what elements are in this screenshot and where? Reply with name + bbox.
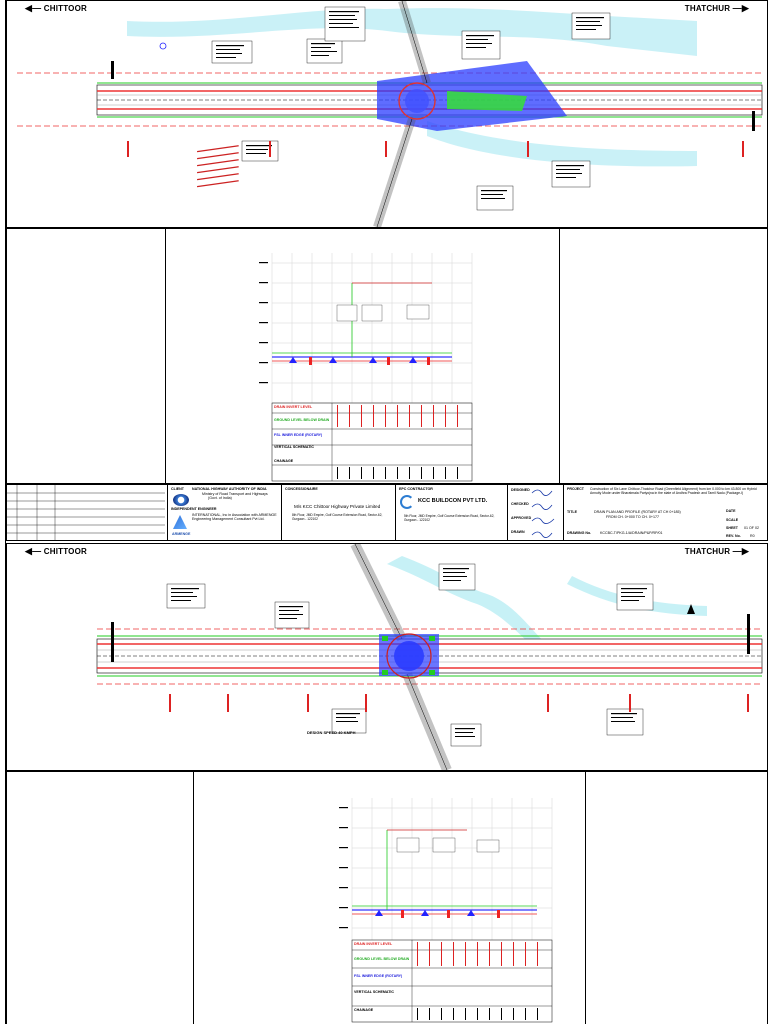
road-plan-drawing-2: [96, 544, 763, 770]
arrow-left-icon: ◀—: [25, 3, 42, 13]
direction-right-1: THATCHUR —▶: [684, 3, 749, 13]
profile-view-2: DRAIN INVERT LEVEL GROUND LEVEL BELOW DR…: [6, 771, 768, 1024]
drawing-no: KCCBC-T/PKG-1/A/DRAIN/P&P/RP/01: [600, 531, 663, 535]
checked-label: CHECKED: [511, 502, 529, 506]
profile-grid-2: [339, 798, 553, 1023]
row-label-chainage: CHAINAGE: [274, 459, 294, 463]
ie-label: INDEPENDENT ENGINEER: [171, 507, 217, 511]
left-margin-strip: [0, 0, 6, 1024]
client-sub-2: (Govt. of India): [208, 496, 232, 500]
client-sub-1: Ministry of Road Transport and Highways: [202, 492, 268, 496]
signature-marks: [531, 489, 555, 538]
sheet-label: SHEET: [726, 526, 738, 530]
ie-name: INTERNATIONAL, Inc in Association with A…: [192, 513, 277, 522]
rev-label: REV. No.: [726, 534, 741, 538]
scale-label: SCALE: [726, 518, 739, 522]
concessionaire-address: 8th Floor, JMD Empire, Golf Course Exten…: [292, 513, 383, 521]
arrow-left-icon: ◀—: [25, 546, 42, 556]
plan-view-2: ◀— CHITTOOR THATCHUR —▶: [6, 543, 768, 771]
client-name: NATIONAL HIGHWAY AUTHORITY OF INDIA: [192, 487, 267, 491]
profile-view-1: DRAIN INVERT LEVEL GROUND LEVEL BELOW DR…: [6, 228, 768, 484]
direction-left-1: ◀— CHITTOOR: [25, 3, 87, 13]
row-label-ground-level-2: GROUND LEVEL BELOW DRAIN: [354, 957, 410, 961]
row-label-drain-invert: DRAIN INVERT LEVEL: [274, 405, 313, 409]
row-label-ground-level: GROUND LEVEL BELOW DRAIN: [274, 418, 330, 422]
drawing-title: DRAIN PLAN AND PROFILE (ROTARY AT CH 0+1…: [594, 510, 681, 514]
approved-label: APPROVED: [511, 516, 532, 520]
direction-right-2: THATCHUR —▶: [684, 546, 749, 556]
concessionaire-label: CONCESSIONAIRE: [285, 487, 318, 491]
designed-label: DESIGNED: [511, 488, 530, 492]
row-label-fsl-2: FSL INNER EDGE (ROTARY): [354, 974, 403, 978]
epc-label: EPC CONTRACTOR: [399, 487, 433, 491]
sheet-value: 01 OF 02: [744, 526, 759, 530]
plan-view-1: ◀— CHITTOOR THATCHUR —▶: [6, 0, 768, 228]
title-block: CLIENT NATIONAL HIGHWAY AUTHORITY OF IND…: [6, 484, 768, 541]
title-label: TITLE: [567, 510, 577, 514]
epc-address: 5th Floor, JMD Empire, Golf Course Exten…: [404, 514, 495, 522]
revision-table: [7, 485, 165, 540]
row-label-drain-invert-2: DRAIN INVERT LEVEL: [354, 942, 393, 946]
arrow-right-icon: —▶: [732, 3, 749, 13]
kcc-logo-icon: [400, 495, 414, 509]
row-label-vertical-schematic-2: VERTICAL SCHEMATIC: [354, 990, 394, 994]
profile-grid-1: [259, 253, 473, 482]
rev-value: R0: [750, 534, 755, 538]
row-label-vertical-schematic: VERTICAL SCHEMATIC: [274, 445, 314, 449]
ie-logo-text: ARMENGE: [172, 532, 191, 536]
client-label: CLIENT: [171, 487, 184, 491]
arrow-right-icon: —▶: [732, 546, 749, 556]
epc-name: KCC BUILDCON PVT LTD.: [418, 498, 488, 504]
road-plan-drawing-1: [17, 1, 763, 227]
armenge-logo-icon: [173, 515, 187, 529]
design-speed-label: DESIGN SPEED 40 KMPH: [307, 730, 356, 735]
concessionaire-name: M/s KCC Chittoor Highway Private Limited: [294, 504, 381, 509]
project-text: Construction of Six Lane Chittoor-Thatch…: [590, 487, 757, 495]
direction-left-2: ◀— CHITTOOR: [25, 546, 87, 556]
row-label-chainage-2: CHAINAGE: [354, 1008, 374, 1012]
date-label: DATE: [726, 509, 736, 513]
drawing-no-label: DRAWING No.: [567, 531, 592, 535]
drawn-label: DRAWN: [511, 530, 525, 534]
row-label-fsl: FSL INNER EDGE (ROTARY): [274, 433, 323, 437]
drawing-title-sub: FROM CH. 0+000 TO CH. 0+177: [606, 515, 659, 519]
project-label: PROJECT: [567, 487, 584, 491]
nhai-logo-icon: [173, 494, 189, 506]
